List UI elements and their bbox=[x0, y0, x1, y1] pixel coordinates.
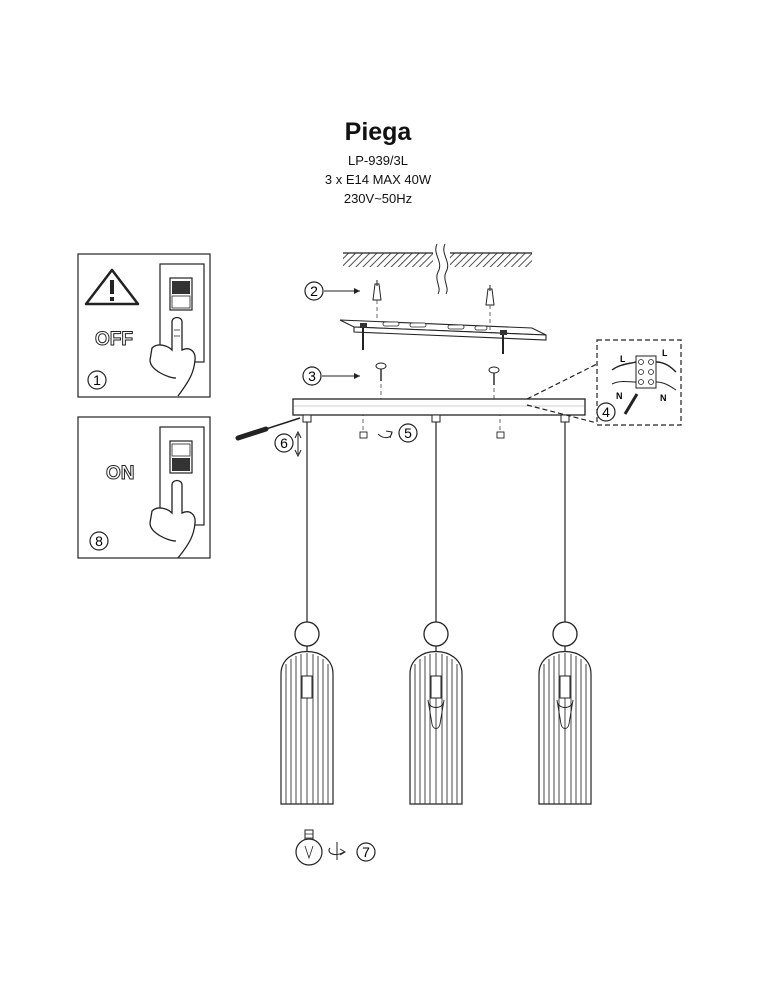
screw-right bbox=[488, 330, 507, 385]
screwdriver-icon bbox=[235, 417, 301, 441]
neutral-label-right: N bbox=[660, 393, 667, 403]
pendant-right bbox=[538, 621, 592, 805]
voltage-spec: 230V~50Hz bbox=[343, 191, 413, 206]
live-label-right: L bbox=[662, 348, 668, 358]
height-adjust-arrow bbox=[294, 430, 302, 458]
bulb-spec: 3 x E14 MAX 40W bbox=[324, 172, 432, 187]
switch-off-label: OFF bbox=[95, 329, 133, 350]
bulb-icon bbox=[295, 829, 323, 866]
step-7-number: 7 bbox=[362, 844, 370, 860]
ceiling bbox=[343, 243, 532, 295]
product-title: Piega bbox=[344, 118, 412, 146]
switch-on-label: ON bbox=[106, 463, 135, 484]
step-8-number: 8 bbox=[95, 533, 103, 549]
step-4-number: 4 bbox=[602, 404, 610, 420]
model-number: LP-939/3L bbox=[348, 153, 408, 168]
wall-plug-left bbox=[372, 280, 382, 301]
switch-on-panel: ON 8 bbox=[77, 416, 211, 559]
step-6-number: 6 bbox=[280, 435, 288, 451]
hand-pressing-icon bbox=[149, 316, 196, 397]
wall-plug-right bbox=[485, 285, 495, 306]
step-2-number: 2 bbox=[310, 283, 318, 299]
pendant-center bbox=[409, 621, 463, 805]
step-3-number: 3 bbox=[308, 368, 316, 384]
mounting-bracket bbox=[339, 319, 547, 341]
rotate-arrow-icon bbox=[328, 842, 346, 860]
hand-pressing-icon bbox=[149, 479, 196, 559]
switch-off-panel: OFF 1 bbox=[77, 253, 211, 398]
canopy-bar bbox=[292, 398, 586, 416]
step-5-number: 5 bbox=[404, 425, 412, 441]
warning-triangle-icon bbox=[84, 268, 140, 306]
step-1-number: 1 bbox=[93, 372, 101, 388]
pendant-left bbox=[280, 621, 334, 805]
live-label-left: L bbox=[620, 354, 626, 364]
screw-left bbox=[360, 323, 387, 381]
neutral-label-left: N bbox=[616, 391, 623, 401]
